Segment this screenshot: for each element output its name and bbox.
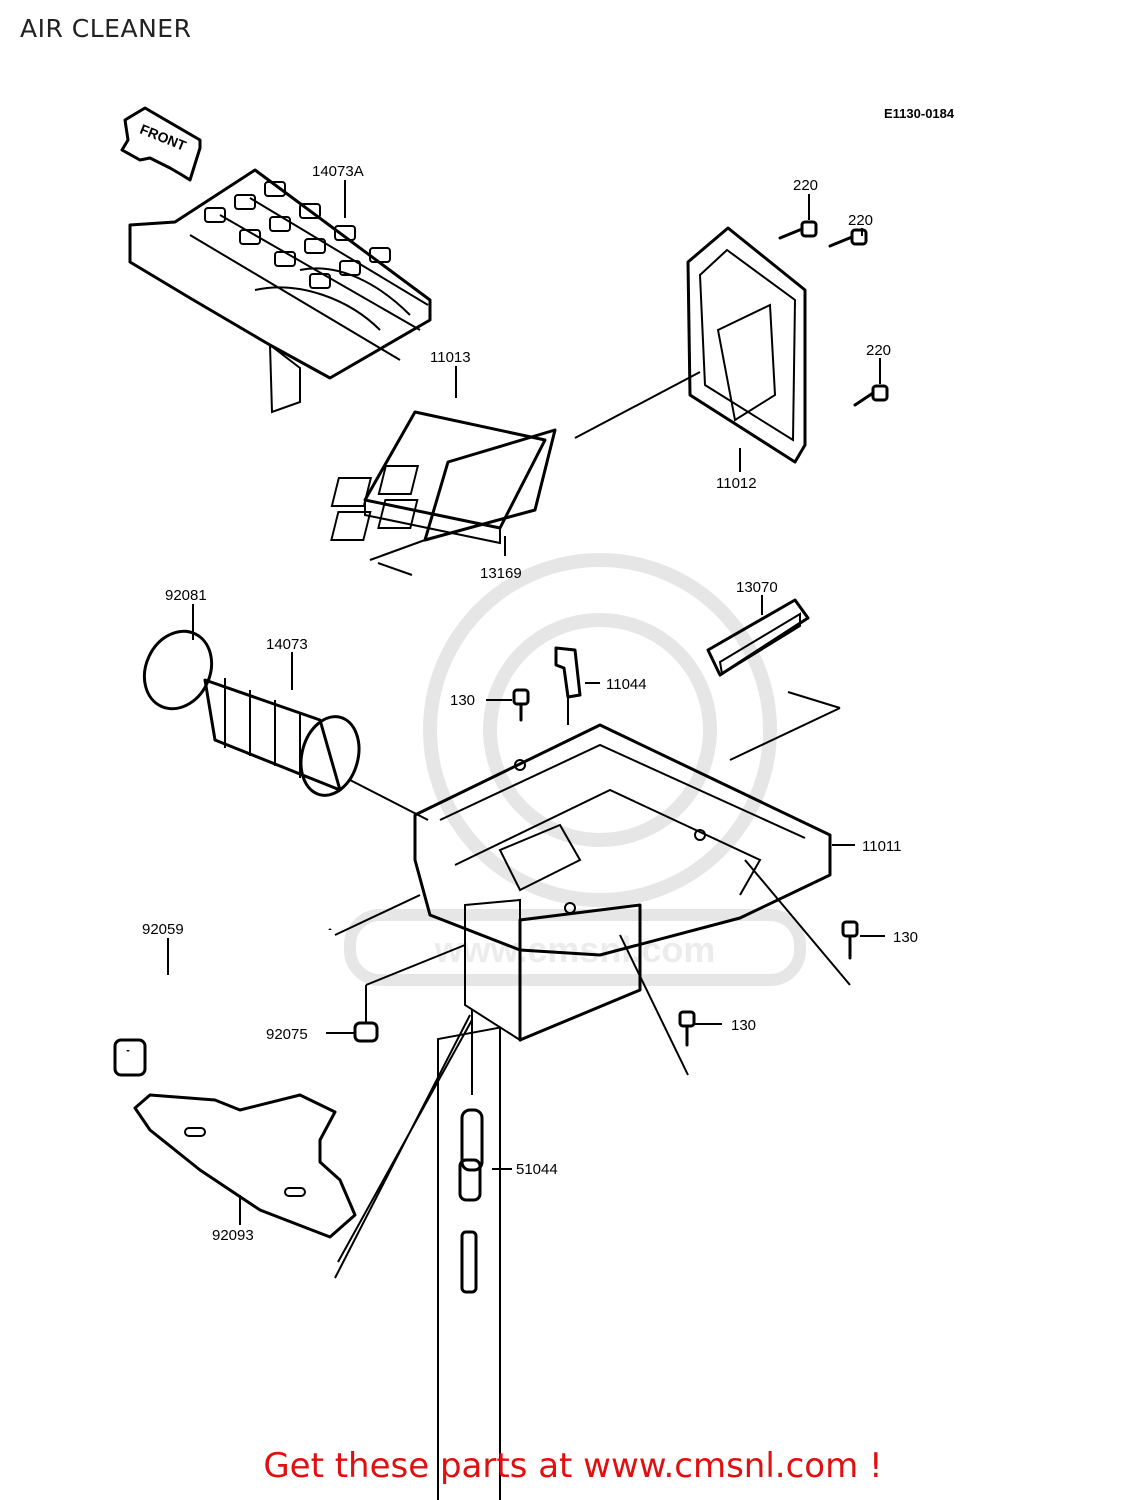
frame-11012: [574, 226, 807, 464]
bolt-130-icons: [512, 688, 859, 1047]
label-51044: 51044: [516, 1161, 558, 1178]
leader-lines: [619, 859, 851, 1076]
label-92093: 92093: [212, 1227, 254, 1244]
page-title: AIR CLEANER: [20, 14, 192, 43]
label-92059: 92059: [142, 921, 184, 938]
label-11012: 11012: [716, 475, 757, 492]
label-130-right: 130: [893, 929, 918, 946]
part-labels: 14073A 11013 11012 13169 220 220 220 920…: [142, 163, 918, 1244]
label-130-bottom: 130: [731, 1017, 756, 1034]
element-holder-13169: [330, 428, 557, 576]
label-92081: 92081: [165, 587, 207, 604]
label-220-bottom: 220: [866, 342, 891, 359]
case-11011: [413, 691, 841, 1042]
label-13070: 13070: [736, 579, 778, 596]
label-14073A: 14073A: [312, 163, 364, 180]
grommet-92075: [353, 944, 466, 1043]
label-220-top: 220: [793, 177, 818, 194]
label-13169: 13169: [480, 565, 522, 582]
plate-92093: [133, 1014, 473, 1279]
drawing-code: E1130-0184: [884, 106, 955, 121]
part-13070: [706, 598, 810, 677]
label-92075: 92075: [266, 1026, 308, 1043]
bracket-11044: [554, 646, 582, 725]
label-220-middle: 220: [848, 212, 873, 229]
front-arrow-icon: FRONT: [120, 106, 202, 182]
callout-leaders: [167, 180, 885, 1225]
label-11013: 11013: [430, 349, 471, 366]
foam-element-11013: [363, 410, 547, 545]
watermark-logo: www.cmsnl.com: [344, 553, 806, 986]
label-14073: 14073: [266, 636, 308, 653]
promo-banner: Get these parts at www.cmsnl.com !: [0, 1446, 1146, 1486]
label-11044: 11044: [606, 676, 647, 693]
bolt-220-icons: [778, 220, 889, 407]
label-11011: 11011: [862, 838, 902, 855]
promo-link[interactable]: Get these parts at www.cmsnl.com !: [263, 1446, 883, 1486]
air-cleaner-cover-14073A: [128, 168, 432, 414]
drain-51044: [437, 1010, 501, 1500]
front-arrow-label: FRONT: [138, 121, 189, 154]
hose-92059: [113, 894, 421, 1077]
label-130-top: 130: [450, 692, 475, 709]
intake-duct-14073: [203, 678, 429, 821]
